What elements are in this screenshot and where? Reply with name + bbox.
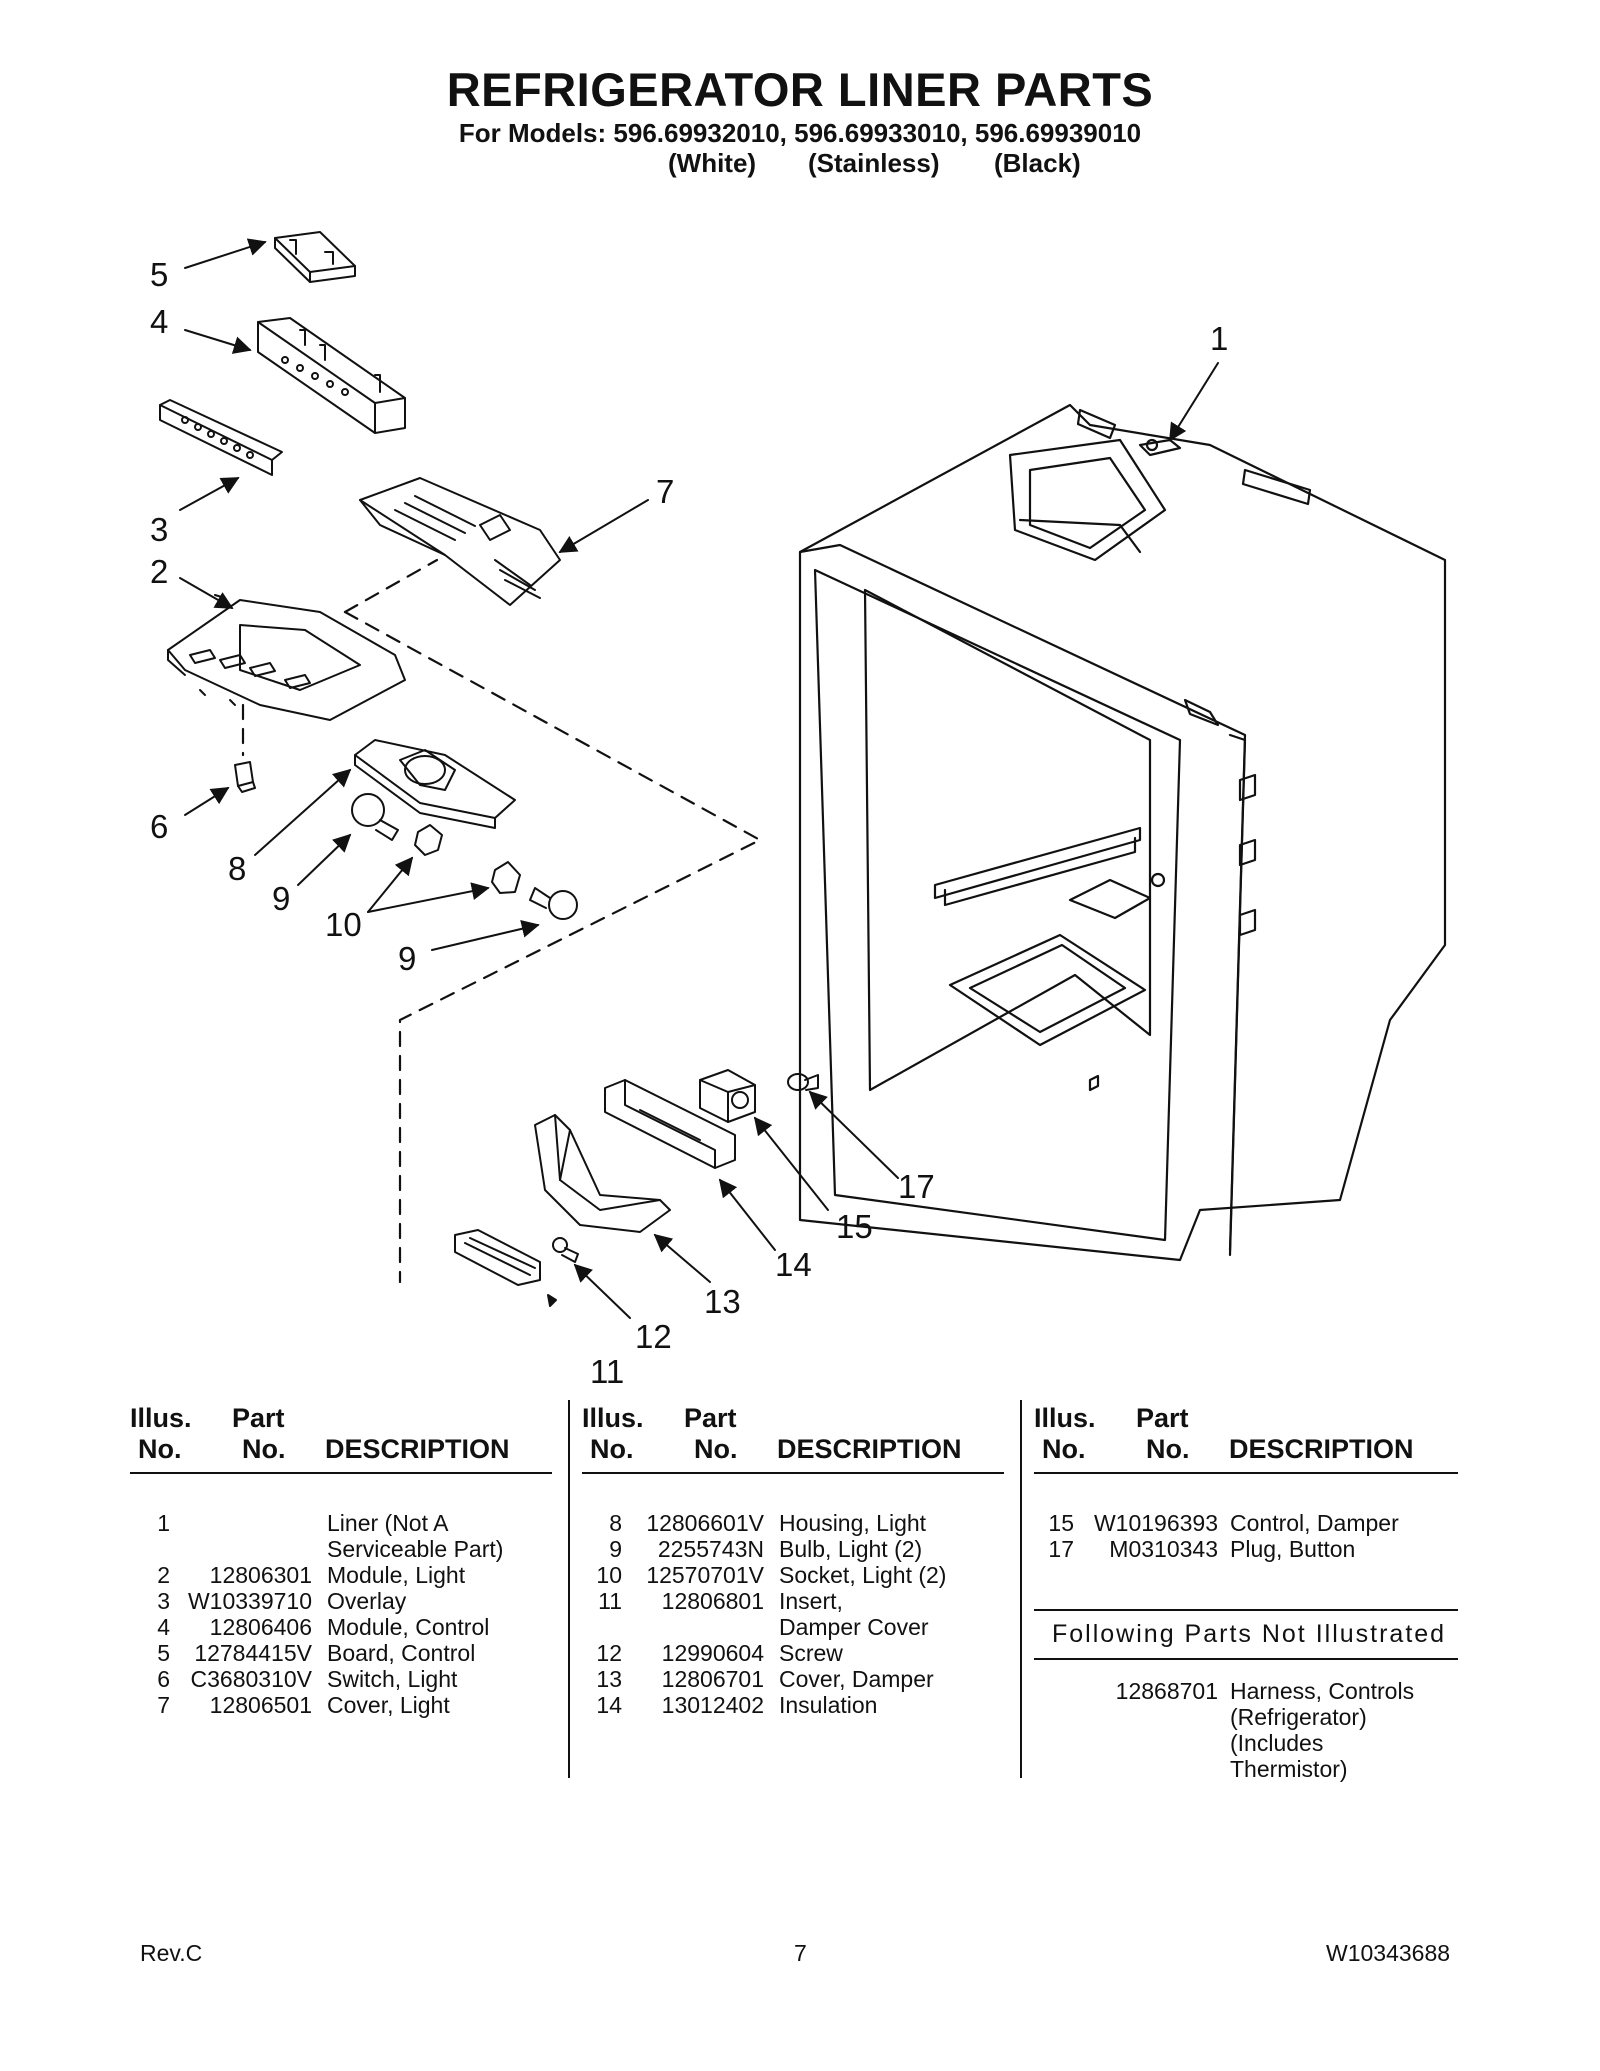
callout-9-upper: 9 <box>272 880 291 917</box>
header-illus: Illus. <box>130 1403 192 1433</box>
light-cover-part <box>359 477 561 606</box>
header-illus-no: No. <box>590 1434 634 1464</box>
dashed-assembly-lines <box>241 558 762 1284</box>
liner-part <box>798 403 1447 1262</box>
header-part: Part <box>232 1403 285 1433</box>
callout-4: 4 <box>150 303 169 340</box>
header-part: Part <box>684 1403 737 1433</box>
page-title: REFRIGERATOR LINER PARTS <box>446 63 1154 116</box>
light-bulb-part <box>351 793 578 920</box>
screw-part <box>552 1237 579 1263</box>
header-illus: Illus. <box>582 1403 644 1433</box>
callout-3: 3 <box>150 511 169 548</box>
variant-stainless: (Stainless) <box>808 148 940 178</box>
header-description: DESCRIPTION <box>777 1434 962 1464</box>
header-part-no: No. <box>242 1434 286 1464</box>
callout-5: 5 <box>150 256 169 293</box>
not-illustrated-desc: Harness, Controls <box>1230 1678 1415 1704</box>
plug-button-part <box>787 1073 819 1091</box>
damper-control-part <box>699 1069 756 1123</box>
callout-6: 6 <box>150 808 169 845</box>
callout-15: 15 <box>836 1208 873 1245</box>
not-illustrated-part: 12868701 <box>1115 1678 1218 1704</box>
document-number: W10343688 <box>1326 1940 1451 1966</box>
callout-7: 7 <box>656 473 675 510</box>
control-board-part <box>274 231 356 283</box>
callout-17: 17 <box>898 1168 935 1205</box>
callout-leaders <box>179 238 1219 1319</box>
light-module-part <box>167 594 406 721</box>
control-module-part <box>257 317 406 434</box>
not-illustrated-desc: (Includes <box>1230 1730 1324 1756</box>
models-line: For Models: 596.69932010, 596.69933010, … <box>458 118 1142 148</box>
callout-2: 2 <box>150 553 169 590</box>
damper-cover-part <box>534 1114 671 1233</box>
column-divider-2 <box>1020 1400 1022 1778</box>
callout-10: 10 <box>325 906 362 943</box>
not-illustrated-rule-bottom <box>1034 1658 1458 1660</box>
header-part-no: No. <box>1146 1434 1190 1464</box>
callout-1: 1 <box>1210 320 1229 357</box>
not-illustrated-desc: Thermistor) <box>1230 1756 1348 1782</box>
callout-11: 11 <box>590 1353 625 1390</box>
callout-14: 14 <box>775 1246 812 1283</box>
header-description: DESCRIPTION <box>1229 1434 1414 1464</box>
callout-9-lower: 9 <box>398 940 417 977</box>
page-number: 7 <box>794 1940 807 1966</box>
revision-label: Rev.C <box>140 1940 203 1966</box>
variant-black: (Black) <box>994 148 1081 178</box>
header-part-no: No. <box>694 1434 738 1464</box>
not-illustrated-desc: (Refrigerator) <box>1230 1704 1367 1730</box>
overlay-part <box>159 399 283 476</box>
not-illustrated-heading: Following Parts Not Illustrated <box>1052 1620 1447 1648</box>
header-illus-no: No. <box>1042 1434 1086 1464</box>
header-part: Part <box>1136 1403 1189 1433</box>
callout-13: 13 <box>704 1283 741 1320</box>
variant-white: (White) <box>668 148 757 178</box>
header-illus: Illus. <box>1034 1403 1096 1433</box>
callout-8: 8 <box>228 850 247 887</box>
header-illus-no: No. <box>138 1434 182 1464</box>
insulation-part <box>604 1079 736 1169</box>
damper-insert-part <box>454 1229 557 1307</box>
header-rule-2 <box>582 1472 1004 1474</box>
light-housing-part <box>354 739 516 829</box>
header-description: DESCRIPTION <box>325 1434 510 1464</box>
header-rule-1 <box>130 1472 552 1474</box>
exploded-parts-diagram <box>159 231 1447 1319</box>
header-rule-3 <box>1034 1472 1458 1474</box>
column-divider-1 <box>568 1400 570 1778</box>
not-illustrated-rule-top <box>1034 1609 1458 1611</box>
callout-12: 12 <box>635 1318 672 1355</box>
light-switch-part <box>234 761 256 793</box>
light-socket-part <box>414 824 521 894</box>
